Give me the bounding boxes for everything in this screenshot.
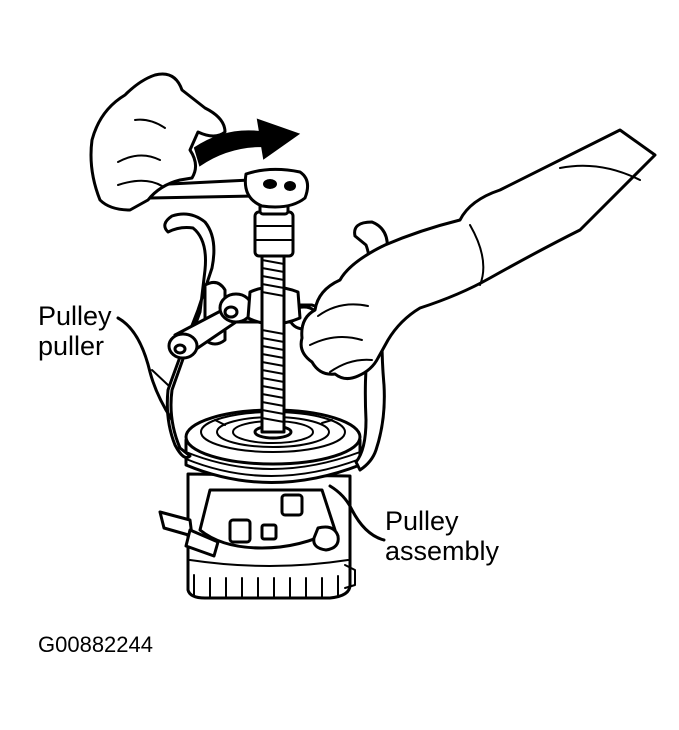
pulley-assembly-label-line2: assembly	[385, 536, 500, 566]
pulley-puller-label-line1: Pulley	[38, 301, 112, 331]
compressor-body	[158, 472, 356, 600]
pulley-assembly-label: Pulley assembly	[385, 506, 499, 566]
pulley-puller-label-line2: puller	[38, 331, 105, 361]
puller-leader-line	[116, 316, 174, 422]
pulley-assembly-label-line1: Pulley	[385, 506, 459, 536]
threaded-spindle	[253, 196, 295, 434]
pulley-puller-label: Pulley puller	[38, 301, 112, 361]
left-hand	[89, 72, 227, 212]
right-hand	[299, 128, 657, 381]
figure-id: G00882244	[38, 632, 153, 657]
assembly-leader-line	[328, 484, 386, 542]
